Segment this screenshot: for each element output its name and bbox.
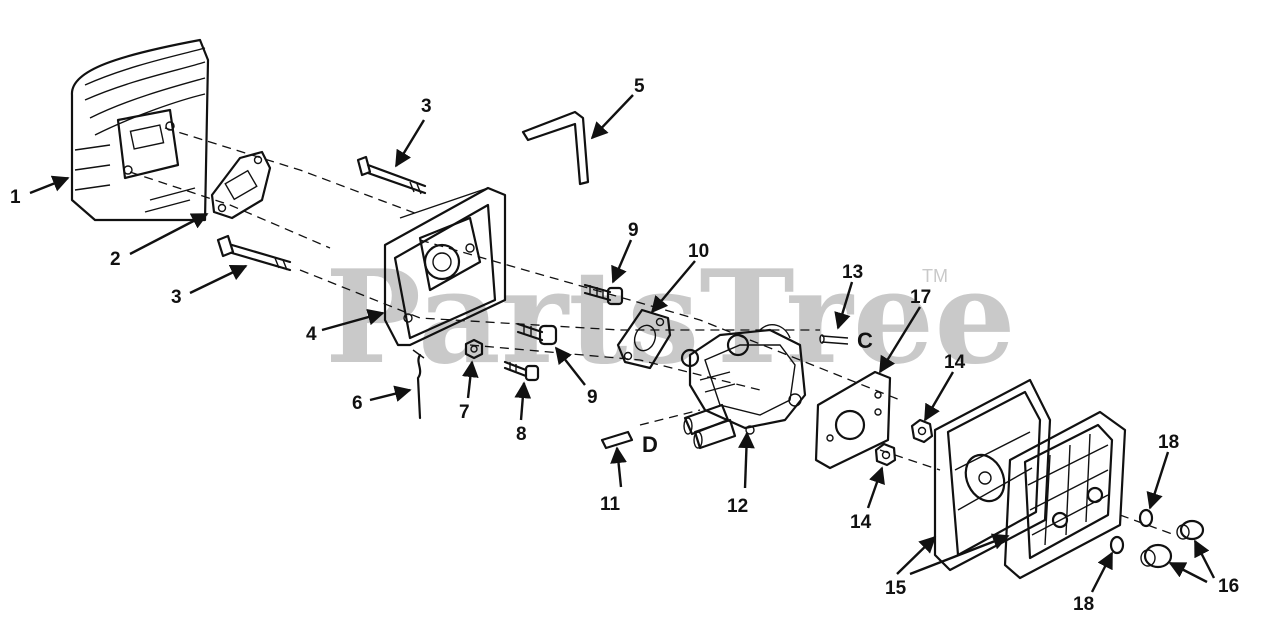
- callout-6: 6: [352, 393, 363, 414]
- nut-lower-part-14: [874, 442, 897, 467]
- callout-4: 4: [306, 324, 317, 345]
- pin-part-11: [600, 430, 634, 450]
- callout-16: 16: [1218, 576, 1239, 597]
- callout-18-lower: 18: [1073, 594, 1094, 615]
- callout-3-lower: 3: [171, 287, 182, 308]
- callout-13: 13: [842, 262, 863, 283]
- callout-14-lower: 14: [850, 512, 872, 533]
- wire-bracket-part-5: [521, 110, 590, 186]
- screw-part-8: [503, 360, 540, 382]
- callout-9-upper: 9: [628, 220, 639, 241]
- watermark-trademark: TM: [922, 266, 948, 286]
- washer-upper-part-18: [1138, 508, 1154, 528]
- air-filter-cover-part-15: [1003, 410, 1127, 580]
- callout-5: 5: [634, 76, 645, 97]
- callout-2: 2: [110, 249, 121, 270]
- callout-10: 10: [688, 241, 709, 262]
- carburetor-part-12: [680, 324, 807, 450]
- callout-14-upper: 14: [944, 352, 966, 373]
- screw-lower-part-9: [516, 322, 558, 346]
- long-bolt-upper-part-3: [356, 155, 427, 195]
- nut-part-7: [464, 338, 484, 360]
- reference-letter-d: D: [642, 432, 658, 457]
- callout-17: 17: [910, 287, 931, 308]
- adapter-housing-part-4: [383, 186, 507, 347]
- nut-upper-part-14: [910, 418, 934, 444]
- callout-7: 7: [459, 402, 470, 423]
- callout-8: 8: [516, 424, 527, 445]
- gasket-part-10: [616, 308, 672, 370]
- air-filter-base-part-15: [933, 378, 1052, 572]
- gasket-plate-part-2: [210, 150, 272, 220]
- choke-rod-part-6: [412, 349, 425, 420]
- knob-lower-part-16: [1140, 543, 1173, 569]
- screw-upper-part-9: [583, 283, 624, 306]
- leader-arrows: [29, 94, 1216, 593]
- callout-3-upper: 3: [421, 96, 432, 117]
- washer-lower-part-18: [1109, 535, 1125, 555]
- reference-letter-c: C: [857, 328, 873, 353]
- long-bolt-lower-part-3: [216, 234, 292, 272]
- callout-numbers: 1 2 3 3 4 5 6 7 8 9 9 10 11 12 13 14 14 …: [10, 76, 1239, 615]
- knob-upper-part-16: [1176, 519, 1205, 541]
- gasket-plate-part-17: [814, 370, 892, 470]
- pin-part-13: [819, 334, 849, 345]
- callout-1: 1: [10, 187, 21, 208]
- callout-12: 12: [727, 496, 748, 517]
- engine-cylinder-part-1: [70, 38, 210, 222]
- callout-18-upper: 18: [1158, 432, 1179, 453]
- callout-15: 15: [885, 578, 907, 599]
- callout-9-lower: 9: [587, 387, 598, 408]
- callout-11: 11: [600, 494, 621, 515]
